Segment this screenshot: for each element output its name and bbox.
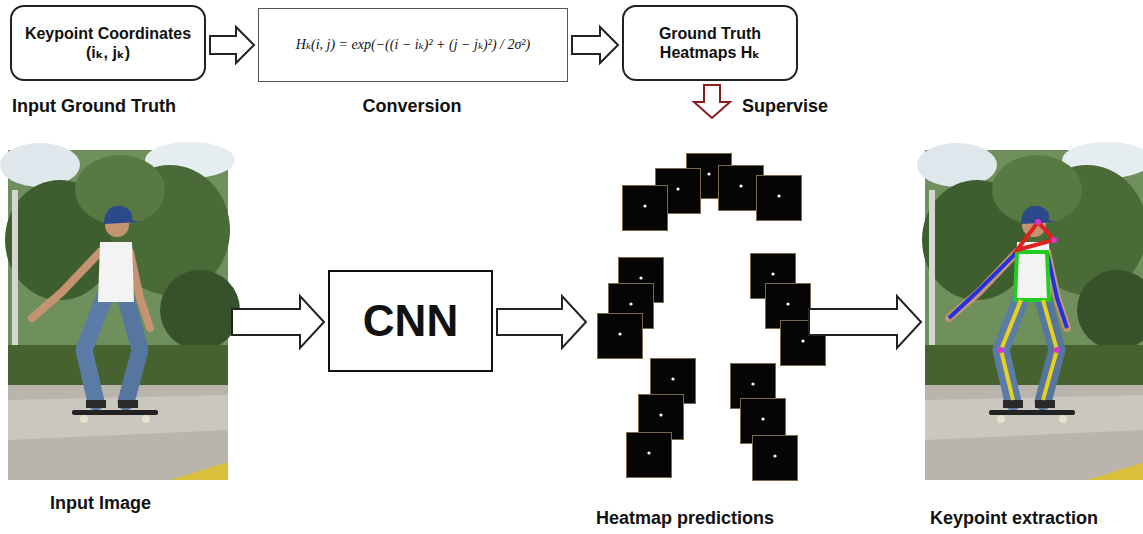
block-arrow — [572, 27, 618, 63]
joint — [998, 347, 1004, 353]
block-arrow — [694, 85, 730, 118]
node-label: Keypoint Coordinates (iₖ, jₖ) — [22, 24, 194, 62]
skeleton-torso — [1015, 252, 1049, 300]
heatmap — [757, 176, 802, 221]
formula-box: Hₖ(i, j) = exp(−((i − iₖ)² + (j − jₖ)²) … — [258, 8, 568, 82]
heatmap-stack — [598, 154, 826, 481]
caption: Input Ground Truth — [12, 96, 176, 118]
image-panel: Keypoint extraction — [925, 150, 1143, 480]
block-arrow — [809, 296, 921, 348]
skeleton-arm — [949, 252, 1017, 318]
block-arrow — [497, 296, 586, 348]
joint — [1051, 237, 1057, 243]
output-photo — [917, 142, 1143, 480]
edge-label: Supervise — [740, 96, 830, 118]
caption: Heatmap predictions — [596, 508, 774, 530]
heatmap — [623, 186, 668, 231]
joint — [1035, 219, 1041, 225]
heatmap — [627, 433, 672, 478]
network-box: CNN — [328, 270, 493, 372]
heatmap — [753, 436, 798, 481]
skeleton-head — [1017, 222, 1054, 250]
input-photo — [0, 142, 240, 480]
node-label: Ground Truth Heatmaps Hₖ — [635, 24, 785, 62]
node-label: Hₖ(i, j) = exp(−((i − iₖ)² + (j − jₖ)²) … — [296, 37, 530, 54]
skeleton — [949, 219, 1067, 400]
heatmap — [598, 314, 643, 359]
block-arrow — [210, 27, 254, 63]
heatmap-panel: Heatmap predictions — [590, 122, 805, 472]
image-panel: Input Image — [8, 150, 228, 480]
caption: Conversion — [362, 96, 461, 118]
process-box: Keypoint Coordinates (iₖ, jₖ)Input Groun… — [10, 5, 206, 81]
joint — [1054, 347, 1060, 353]
caption: Keypoint extraction — [930, 508, 1098, 530]
process-box: Ground Truth Heatmaps Hₖ — [622, 5, 798, 81]
node-label: CNN — [363, 295, 458, 348]
caption: Input Image — [50, 493, 151, 515]
block-arrow — [232, 296, 324, 348]
